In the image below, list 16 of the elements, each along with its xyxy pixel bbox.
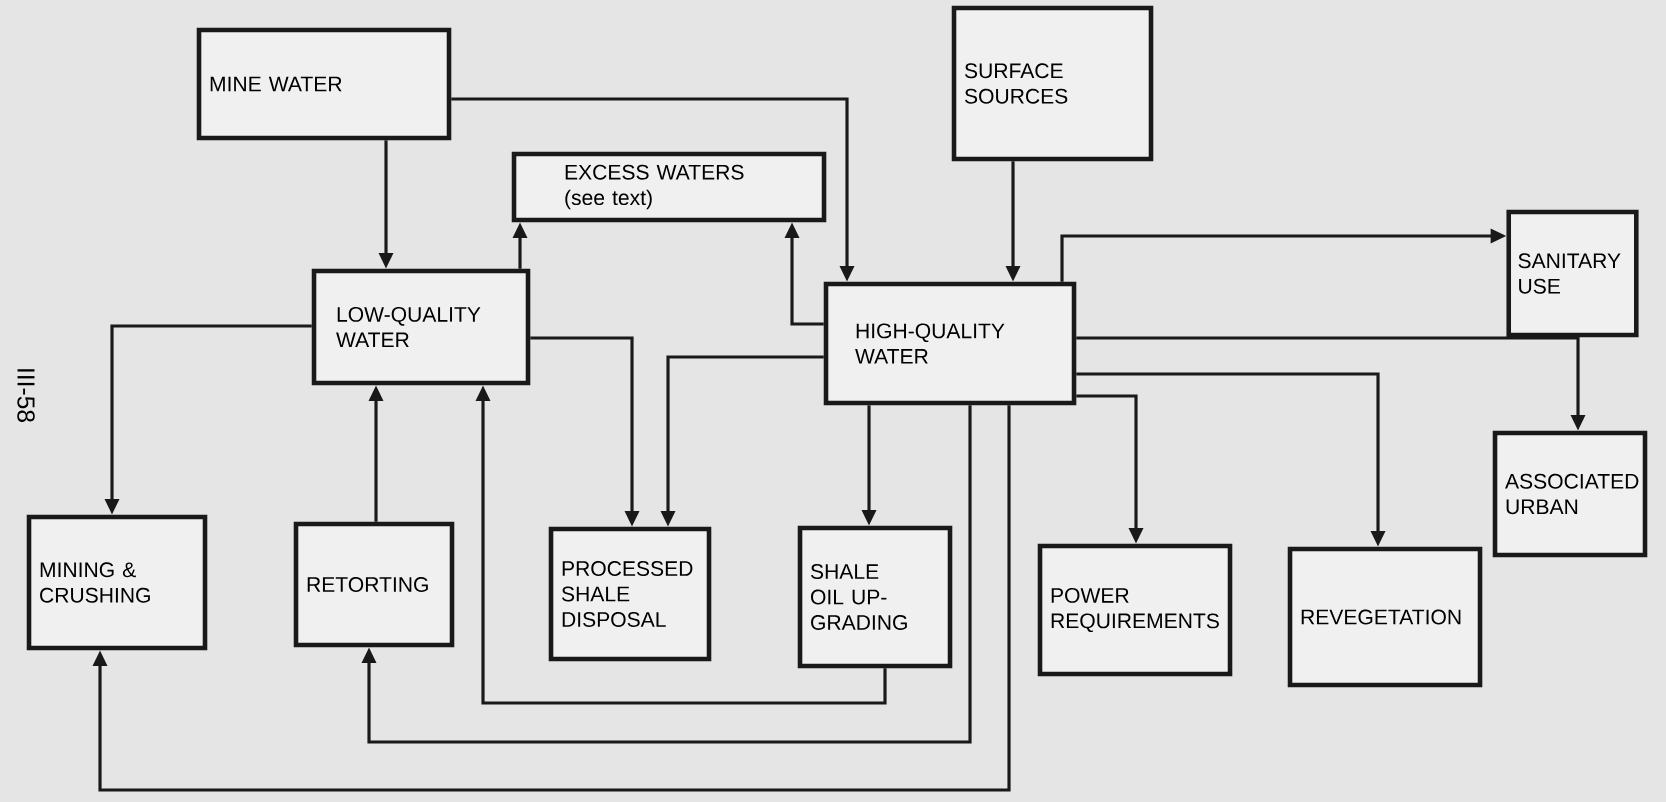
process-box: REVEGETATION — [1287, 546, 1483, 688]
page-number: III-58 — [17, 369, 35, 422]
process-box: POWER REQUIREMENTS — [1037, 543, 1233, 677]
process-box: RETORTING — [293, 521, 455, 648]
process-box: SURFACE SOURCES — [951, 5, 1154, 162]
process-box: EXCESS WATERS (see text) — [511, 151, 827, 223]
arrow — [92, 405, 1011, 792]
process-box: HIGH-QUALITY WATER — [823, 281, 1077, 406]
process-box: SHALE OIL UP-GRADING — [797, 525, 953, 669]
process-box: PROCESSED SHALE DISPOSAL — [548, 526, 712, 662]
arrow — [361, 405, 972, 744]
process-box: MINE WATER — [196, 27, 452, 141]
process-box: MINING & CRUSHING — [26, 514, 208, 651]
process-box: ASSOCIATED URBAN — [1492, 430, 1648, 558]
process-box: SANITARY USE — [1506, 209, 1639, 338]
process-box: LOW-QUALITY WATER — [311, 268, 531, 386]
